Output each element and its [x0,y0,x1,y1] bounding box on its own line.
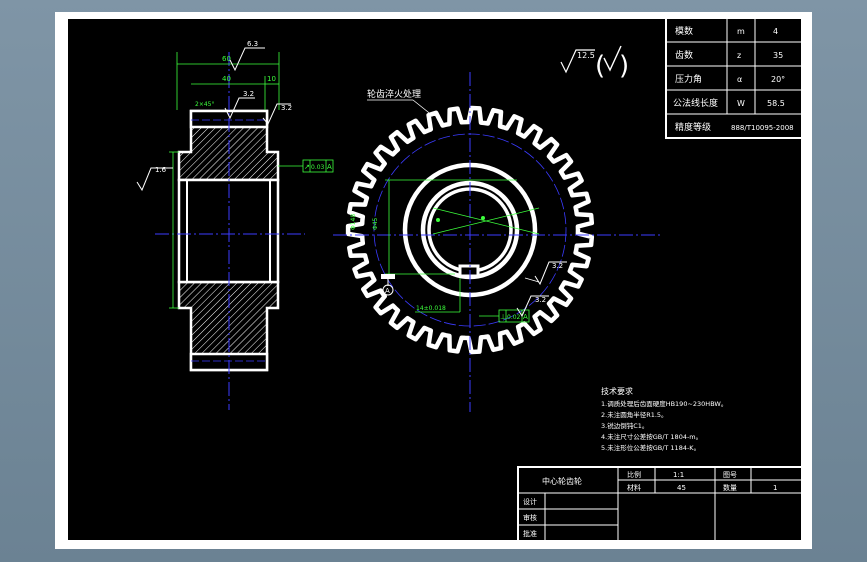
param-sym-0: m [737,27,745,36]
dim-tip-dia: Φ148 [350,214,357,230]
title-r1-1: 1:1 [673,471,684,479]
cad-drawing: 模数 m 4 齿数 z 35 压力角 α 20° 公法线长度 W 58.5 精度… [66,17,803,542]
param-name-3: 公法线长度 [673,97,718,109]
tech-req-title: 技术要求 [601,386,633,396]
gtol-left-value: 0.03 [311,164,325,171]
dim-width-total: 60 [222,55,231,63]
title-r2-3: 1 [773,484,777,492]
general-roughness-paren: ( [595,51,605,81]
title-role-0: 设计 [523,497,537,506]
param-sym-3: W [737,99,745,108]
general-roughness-paren-close: ) [619,51,629,81]
roughness-hub-top: 3.2 [243,90,254,98]
gtol-left-datum: A [327,163,332,171]
roughness-hub-right: 3.2 [281,104,292,112]
title-r2-1: 45 [677,484,686,492]
section-view: 60 40 10 2×45° 6.3 3.2 3.2 1.6 ↗ 0.03 A [136,40,334,410]
title-r1-2: 图号 [723,471,737,479]
param-name-2: 压力角 [675,73,702,85]
drawing-sheet: 模数 m 4 齿数 z 35 压力角 α 20° 公法线长度 W 58.5 精度… [55,12,812,549]
title-r2-0: 材料 [627,483,641,492]
title-role-2: 批准 [523,529,537,538]
param-val-0: 4 [773,27,778,36]
param-val-3: 58.5 [767,99,785,108]
roughness-left-top: 6.3 [247,40,258,48]
title-block: 中心轮齿轮 比例 1:1 图号 材料 45 数量 1 设计 审核 批准 [517,466,803,542]
param-name-0: 模数 [675,25,693,37]
general-roughness-value: 12.5 [577,51,595,60]
tech-req-item-1: 2.未注圆角半径R1.5。 [601,410,668,419]
dim-bore-dia: Φ45 [372,217,379,230]
param-val-1: 35 [773,51,783,60]
tech-req-item-4: 5.未注形位公差按GB/T 1184-K。 [601,443,700,452]
dim-chamfer: 2×45° [195,101,214,108]
param-val-4: 888/T10095-2008 [731,124,794,132]
dim-keyway: 14±0.018 [416,305,446,312]
general-roughness: 12.5 ( √ ) [560,45,661,81]
gtol-keyway-value: 0.02 [507,314,521,321]
tech-req-item-0: 1.调质处理后齿面硬度HB190~230HBW。 [601,399,727,408]
tech-req-item-2: 3.锐边倒钝C1。 [601,421,648,430]
gtol-keyway-datum: A [523,313,528,321]
title-part-name: 中心轮齿轮 [542,476,582,486]
param-sym-1: z [737,51,741,60]
dim-hub-width: 40 [222,75,231,83]
title-r1-0: 比例 [627,470,641,479]
param-name-4: 精度等级 [675,121,711,133]
param-name-1: 齿数 [675,49,693,61]
dim-rim-width: 10 [267,75,276,83]
tech-requirements: 技术要求 1.调质处理后齿面硬度HB190~230HBW。 2.未注圆角半径R1… [601,386,727,452]
gtol-left-symbol: ↗ [304,163,310,171]
keyway [458,264,480,278]
tech-req-item-3: 4.未注尺寸公差按GB/T 1804-m。 [601,432,702,441]
general-roughness-check: √ [655,57,661,66]
param-val-2: 20° [771,75,785,84]
roughness-keyway-bottom: 3.2 [535,296,546,304]
title-r2-2: 数量 [723,483,737,492]
roughness-bore-left: 1.6 [155,166,167,174]
gear-teeth [345,105,595,355]
title-role-1: 审核 [523,513,537,522]
datum-a: A [385,287,390,295]
gtol-keyway-symbol: ⊥ [500,313,506,321]
tooth-note: 轮齿淬火处理 [367,88,421,100]
gear-front-view: Φ45 Φ148 14±0.018 A ⊥ 0.02 A 3.2 3.2 轮齿淬… [333,72,663,412]
param-sym-2: α [737,75,742,84]
roughness-keyway-top: 3.2 [552,262,563,270]
param-table: 模数 m 4 齿数 z 35 压力角 α 20° 公法线长度 W 58.5 精度… [665,17,803,139]
